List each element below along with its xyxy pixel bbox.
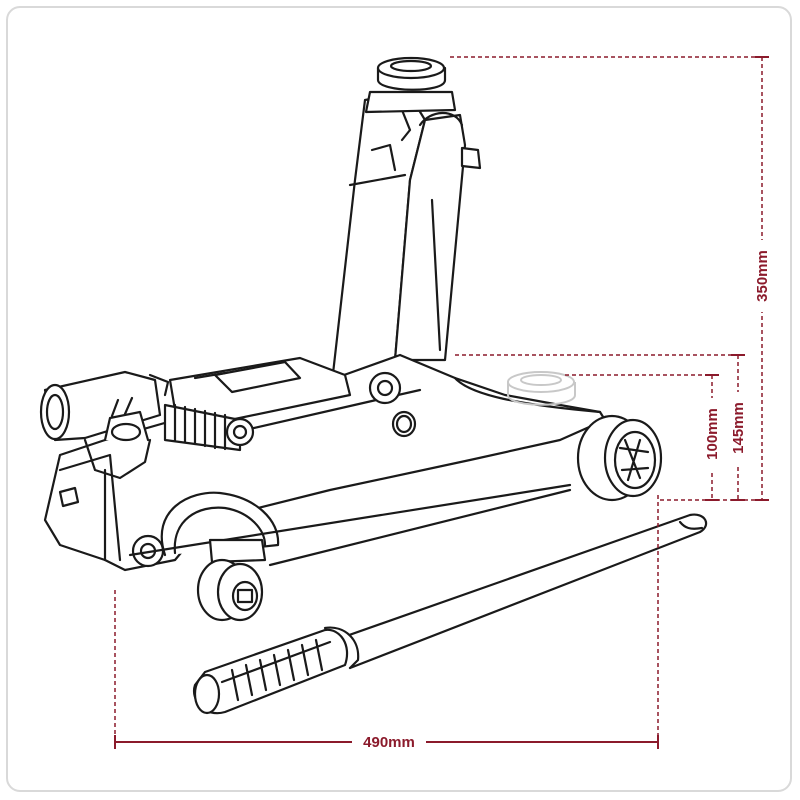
label-bg-350 <box>754 240 770 312</box>
max-height-label: 350mm <box>754 250 771 302</box>
lifting-arm <box>328 90 482 402</box>
dimension-ticks <box>114 56 769 749</box>
release-rod <box>128 483 572 557</box>
label-bg-100 <box>704 398 720 470</box>
saddle <box>364 56 457 114</box>
chassis <box>43 353 607 572</box>
min-height-label: 100mm <box>704 408 721 460</box>
lowered-saddle <box>507 371 576 406</box>
mid-height-label: 145mm <box>730 402 747 454</box>
label-bg-145 <box>730 392 746 464</box>
handle-socket <box>39 370 170 508</box>
rear-wheel <box>576 414 663 502</box>
front-caster <box>196 538 267 622</box>
handle-bar <box>192 513 708 715</box>
length-label: 490mm <box>363 734 415 751</box>
pump-assembly <box>163 356 352 452</box>
